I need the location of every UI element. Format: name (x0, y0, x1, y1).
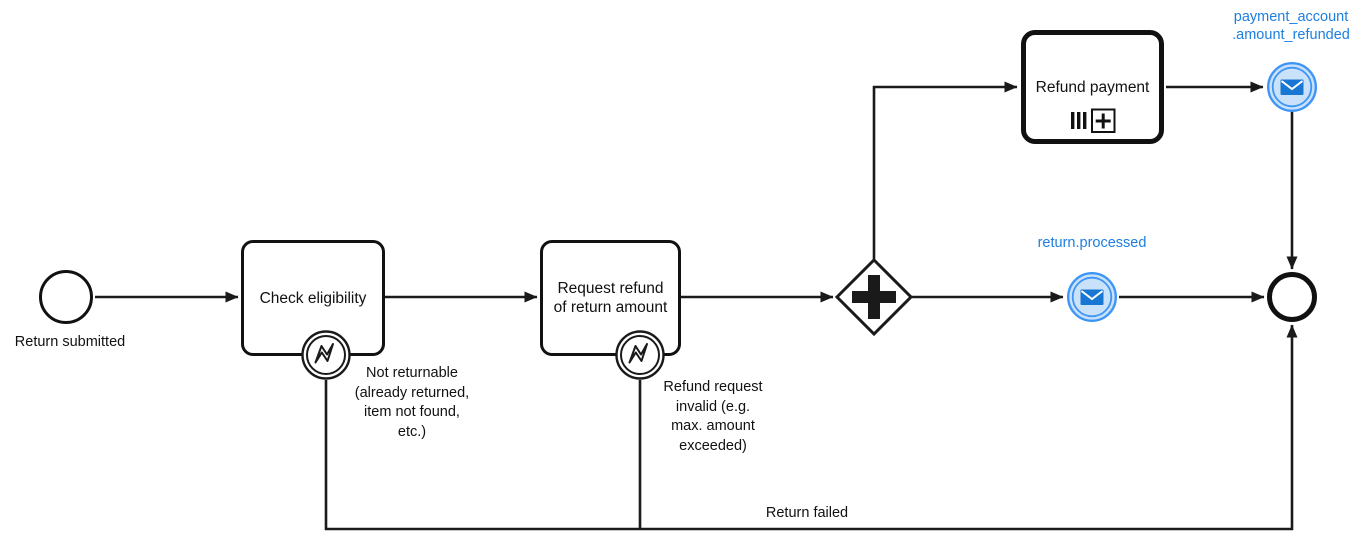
task-refund-payment[interactable]: Refund payment (1021, 30, 1164, 144)
message-event-amount-refunded[interactable] (1266, 61, 1318, 113)
flow-label-return-failed: Return failed (765, 505, 849, 521)
subprocess-plus-icon (1090, 108, 1115, 133)
error-icon (314, 343, 334, 364)
boundary-error-event-not-returnable[interactable] (300, 329, 352, 381)
message-icon (1280, 79, 1304, 95)
start-event[interactable] (39, 270, 93, 324)
start-event-label: Return submitted (14, 334, 126, 350)
end-event[interactable] (1267, 272, 1317, 322)
task-request-refund-label: Request refund of return amount (553, 280, 668, 316)
flow-not-returnable-to-end[interactable] (324, 324, 1298, 531)
boundary-label-refund-invalid: Refund request invalid (e.g. max. amount… (663, 379, 763, 454)
error-icon (628, 343, 648, 364)
boundary-error-event-refund-invalid[interactable] (614, 329, 666, 381)
multi-instance-icon (1070, 112, 1086, 129)
task-check-eligibility-label: Check eligibility (259, 289, 367, 307)
task-refund-payment-label: Refund payment (1035, 78, 1150, 96)
message-icon (1080, 289, 1104, 305)
message-event-amount-refunded-label: payment_account .amount_refunded (1232, 9, 1350, 43)
flow-gateway-to-refund-payment[interactable] (872, 81, 1018, 259)
boundary-label-not-returnable: Not returnable (already returned, item n… (354, 365, 470, 440)
message-event-return-processed[interactable] (1066, 271, 1118, 323)
task-request-refund[interactable]: Request refund of return amount (540, 240, 681, 356)
task-markers (1070, 108, 1115, 133)
parallel-plus-icon (852, 275, 896, 319)
parallel-gateway[interactable] (834, 257, 914, 337)
message-event-return-processed-label: return.processed (1037, 235, 1147, 251)
